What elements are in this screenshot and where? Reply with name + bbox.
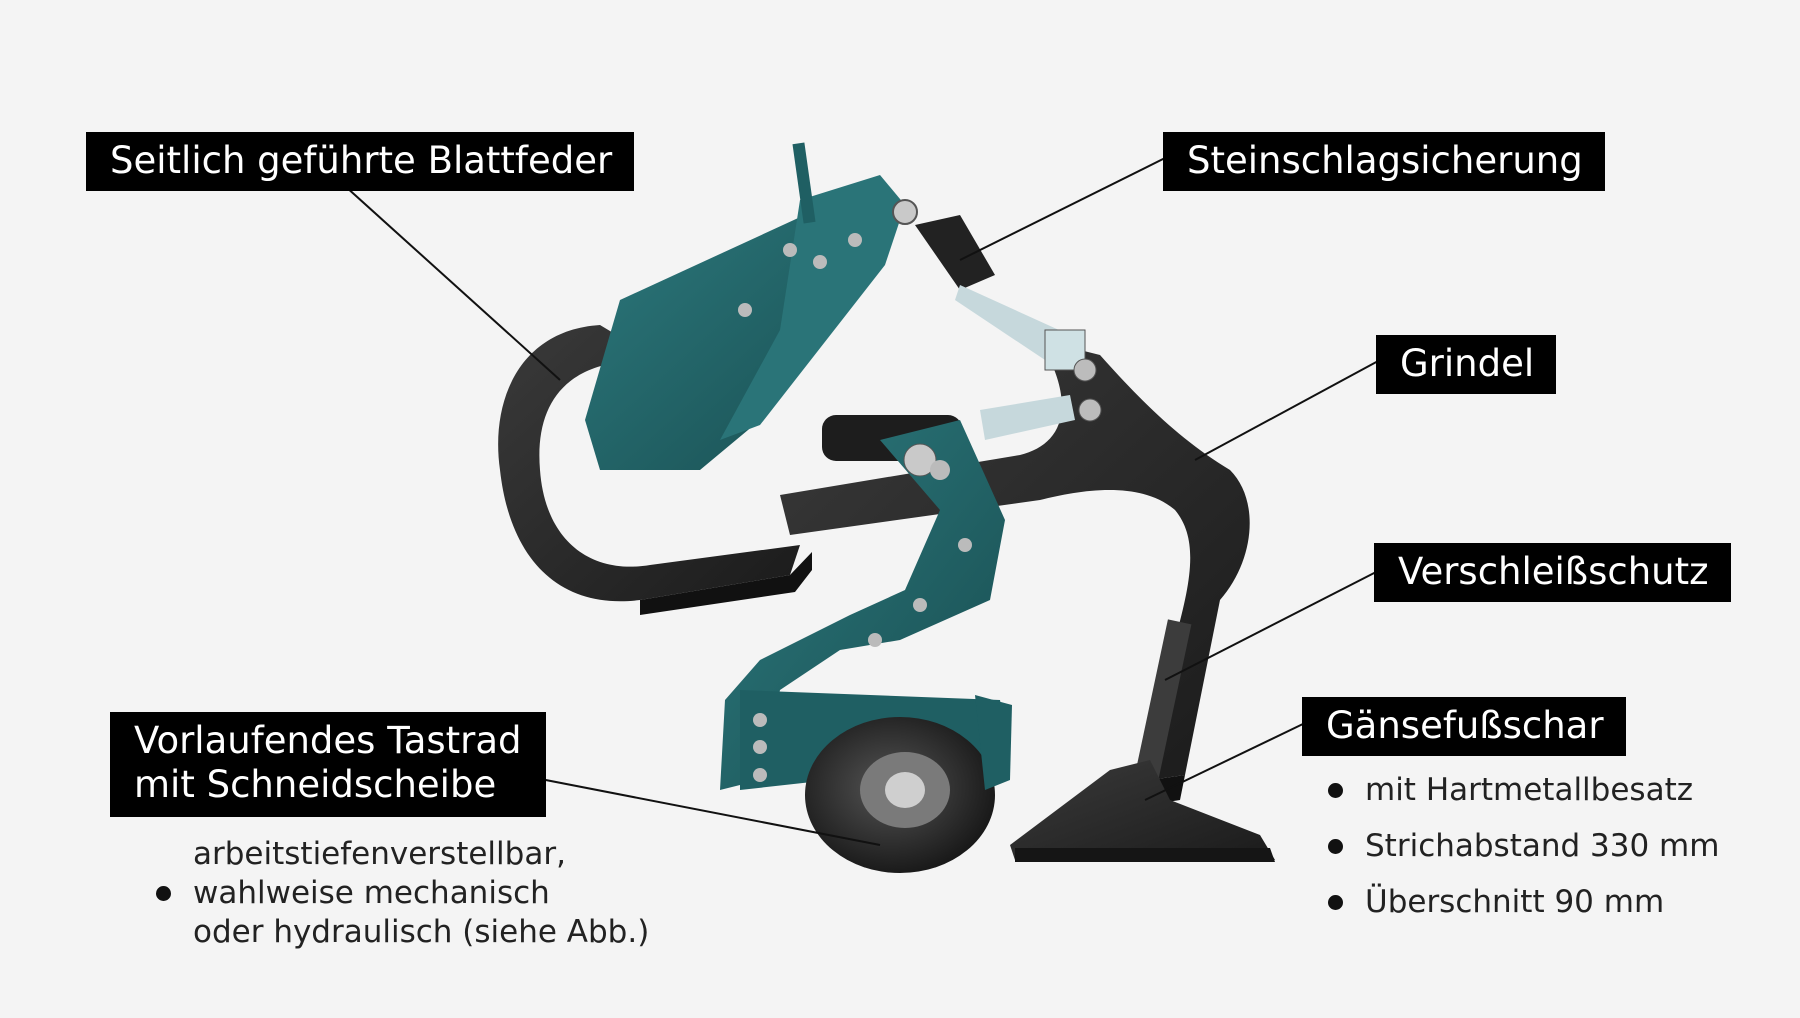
bullet-icon <box>1328 782 1343 798</box>
feature-text: mit Hartmetallbesatz <box>1365 772 1693 808</box>
label-tastrad-line1: Vorlaufendes Tastrad <box>134 719 522 762</box>
depth-wheel <box>805 695 1012 873</box>
list-item: Strichabstand 330 mm <box>1328 818 1719 874</box>
tastrad-note-line3: oder hydraulisch (siehe Abb.) <box>193 914 650 950</box>
leader-tastrad <box>519 774 881 846</box>
list-item: Überschnitt 90 mm <box>1328 874 1719 930</box>
feature-text: Überschnitt 90 mm <box>1365 884 1665 920</box>
duckfoot-share <box>1010 760 1275 862</box>
upper-frame <box>585 142 918 470</box>
bullet-icon <box>1328 894 1343 910</box>
tastrad-note: arbeitstiefenverstellbar, wahlweise mech… <box>156 835 649 952</box>
leader-gaensefuss <box>1144 722 1306 801</box>
leader-blattfeder <box>344 185 561 381</box>
stone-protection-cylinder <box>822 215 1102 461</box>
leader-grindel <box>1194 359 1381 461</box>
wear-protection <box>1132 619 1192 791</box>
leaf-spring <box>498 325 812 615</box>
leader-lines <box>344 157 1381 846</box>
tastrad-note-line1: arbeitstiefenverstellbar, <box>193 836 566 872</box>
label-steinschlagsicherung: Steinschlagsicherung <box>1163 132 1605 191</box>
label-grindel: Grindel <box>1376 335 1557 394</box>
leader-verschleiss <box>1164 569 1381 681</box>
bullet-icon <box>1328 838 1343 854</box>
feature-text: Strichabstand 330 mm <box>1365 828 1720 864</box>
label-verschleissschutz: Verschleißschutz <box>1374 543 1731 602</box>
bullet-icon <box>156 886 171 901</box>
label-tastrad-line2: mit Schneidscheibe <box>134 763 497 806</box>
label-tastrad: Vorlaufendes Tastrad mit Schneidscheibe <box>110 712 546 817</box>
list-item: mit Hartmetallbesatz <box>1328 762 1719 818</box>
label-blattfeder: Seitlich geführte Blattfeder <box>86 132 635 191</box>
gaensefuss-feature-list: mit Hartmetallbesatz Strichabstand 330 m… <box>1328 762 1719 930</box>
label-gaensefussschar: Gänsefußschar <box>1302 697 1626 756</box>
tastrad-note-line2: wahlweise mechanisch <box>193 875 550 911</box>
leader-steinschlag <box>959 157 1166 261</box>
